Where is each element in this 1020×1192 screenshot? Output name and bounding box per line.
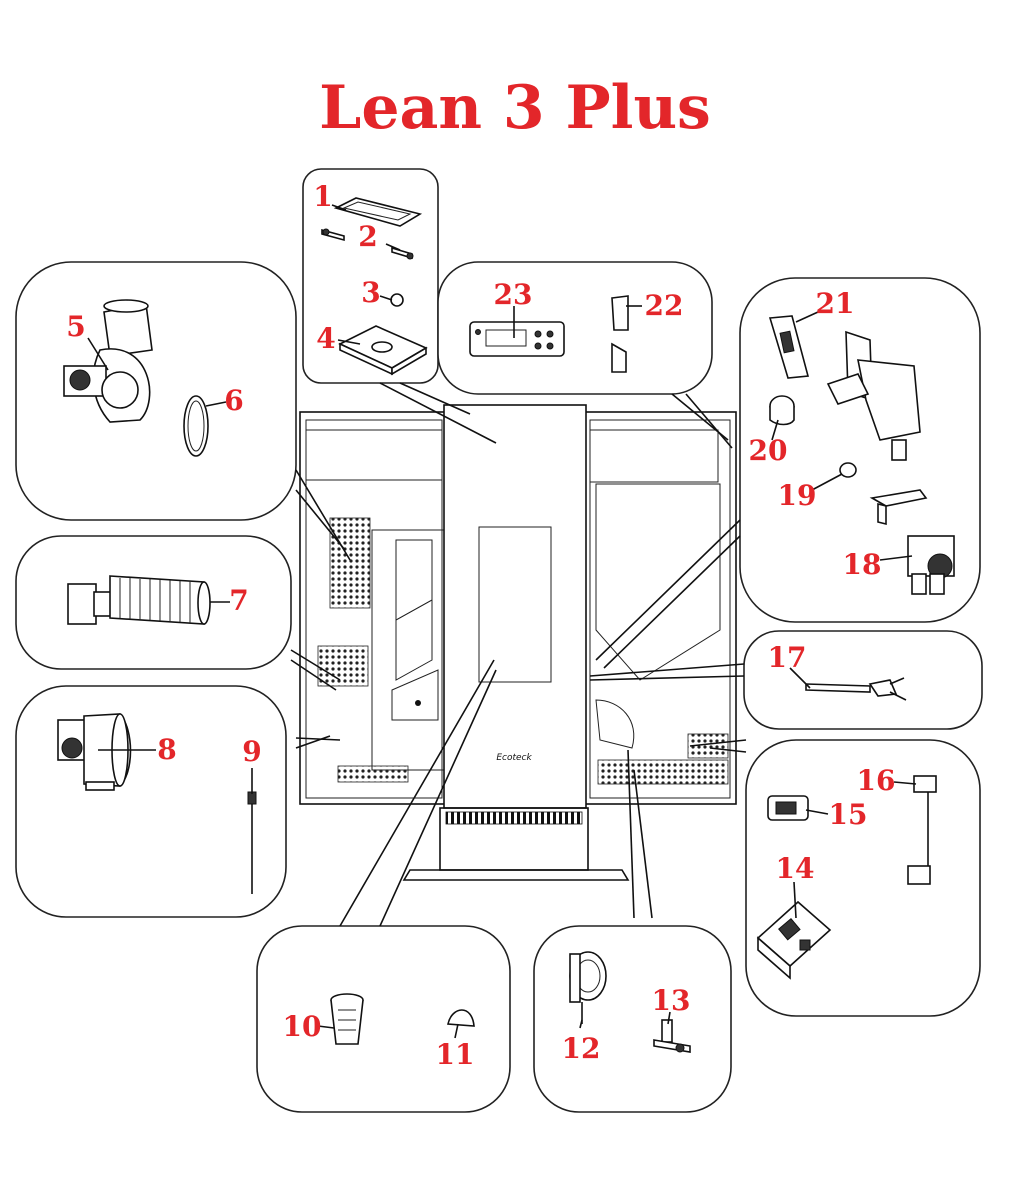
part-7-convection-fan xyxy=(67,575,211,625)
part-17-temperature-probe xyxy=(805,677,907,701)
stove-left-body xyxy=(299,411,447,805)
stove-glass-window xyxy=(478,526,552,683)
part-19-knob xyxy=(839,462,857,478)
part-5-exhaust-fan xyxy=(63,299,153,423)
callout-20: 20 xyxy=(749,434,788,467)
part-6-gasket-ring xyxy=(183,395,209,457)
callout-22: 22 xyxy=(645,289,684,322)
part-23-display-panel xyxy=(469,321,565,357)
part-2-screws xyxy=(321,228,414,260)
group-box-5-6 xyxy=(15,261,297,521)
part-18-bracket xyxy=(869,489,928,526)
part-1-gasket xyxy=(333,197,423,227)
part-14-control-board xyxy=(756,900,832,980)
leader-lines xyxy=(290,382,747,927)
callout-14: 14 xyxy=(776,852,815,885)
callout-17: 17 xyxy=(768,641,807,674)
part-16-power-cord xyxy=(907,775,937,885)
group-box-8-9 xyxy=(15,685,287,918)
bottom-grille xyxy=(445,811,583,825)
group-box-22-23 xyxy=(437,261,713,395)
part-13-fuse xyxy=(653,1019,691,1053)
callout-23: 23 xyxy=(494,278,533,311)
callout-13: 13 xyxy=(652,984,691,1017)
callout-16: 16 xyxy=(857,764,896,797)
callout-3: 3 xyxy=(361,276,380,309)
callout-15: 15 xyxy=(829,798,868,831)
group-box-17 xyxy=(743,630,983,730)
stove-assembly: Ecoteck xyxy=(299,404,737,881)
callout-6: 6 xyxy=(224,384,243,417)
callout-2: 2 xyxy=(358,220,377,253)
callout-4: 4 xyxy=(316,322,335,355)
group-box-10-11 xyxy=(256,925,511,1113)
part-12-pressure-switch xyxy=(569,951,607,1024)
part-18-gear-motor xyxy=(907,535,955,595)
callout-11: 11 xyxy=(436,1038,475,1071)
callout-10: 10 xyxy=(283,1010,322,1043)
callout-12: 12 xyxy=(562,1032,601,1065)
grille-left xyxy=(317,517,409,783)
callout-5: 5 xyxy=(66,310,85,343)
callout-18: 18 xyxy=(843,548,882,581)
callout-9: 9 xyxy=(242,735,261,768)
callout-7: 7 xyxy=(229,584,248,617)
group-box-12-13 xyxy=(533,925,732,1113)
part-11-deflector xyxy=(447,1009,475,1039)
part-15-switch xyxy=(767,795,809,821)
stove-logo: Ecoteck xyxy=(496,753,532,763)
callout-numbers: 1 2 3 4 5 6 7 8 9 10 11 12 13 14 15 16 1… xyxy=(66,180,895,1071)
stove-foot xyxy=(402,869,630,881)
grille-right xyxy=(597,733,729,785)
part-22-latch xyxy=(611,295,629,373)
callout-8: 8 xyxy=(157,733,176,766)
part-21-feed-assembly xyxy=(768,315,921,461)
stove-front-panel xyxy=(443,404,587,809)
part-10-burn-pot xyxy=(330,993,364,1045)
callout-leaders xyxy=(87,204,917,1029)
diagram-title: Lean 3 Plus xyxy=(319,73,711,143)
part-4-plate xyxy=(338,325,428,376)
callout-1: 1 xyxy=(313,180,332,213)
part-3-ring xyxy=(390,293,404,307)
callout-21: 21 xyxy=(816,287,855,320)
part-20-cap xyxy=(769,395,795,426)
callout-19: 19 xyxy=(778,479,817,512)
